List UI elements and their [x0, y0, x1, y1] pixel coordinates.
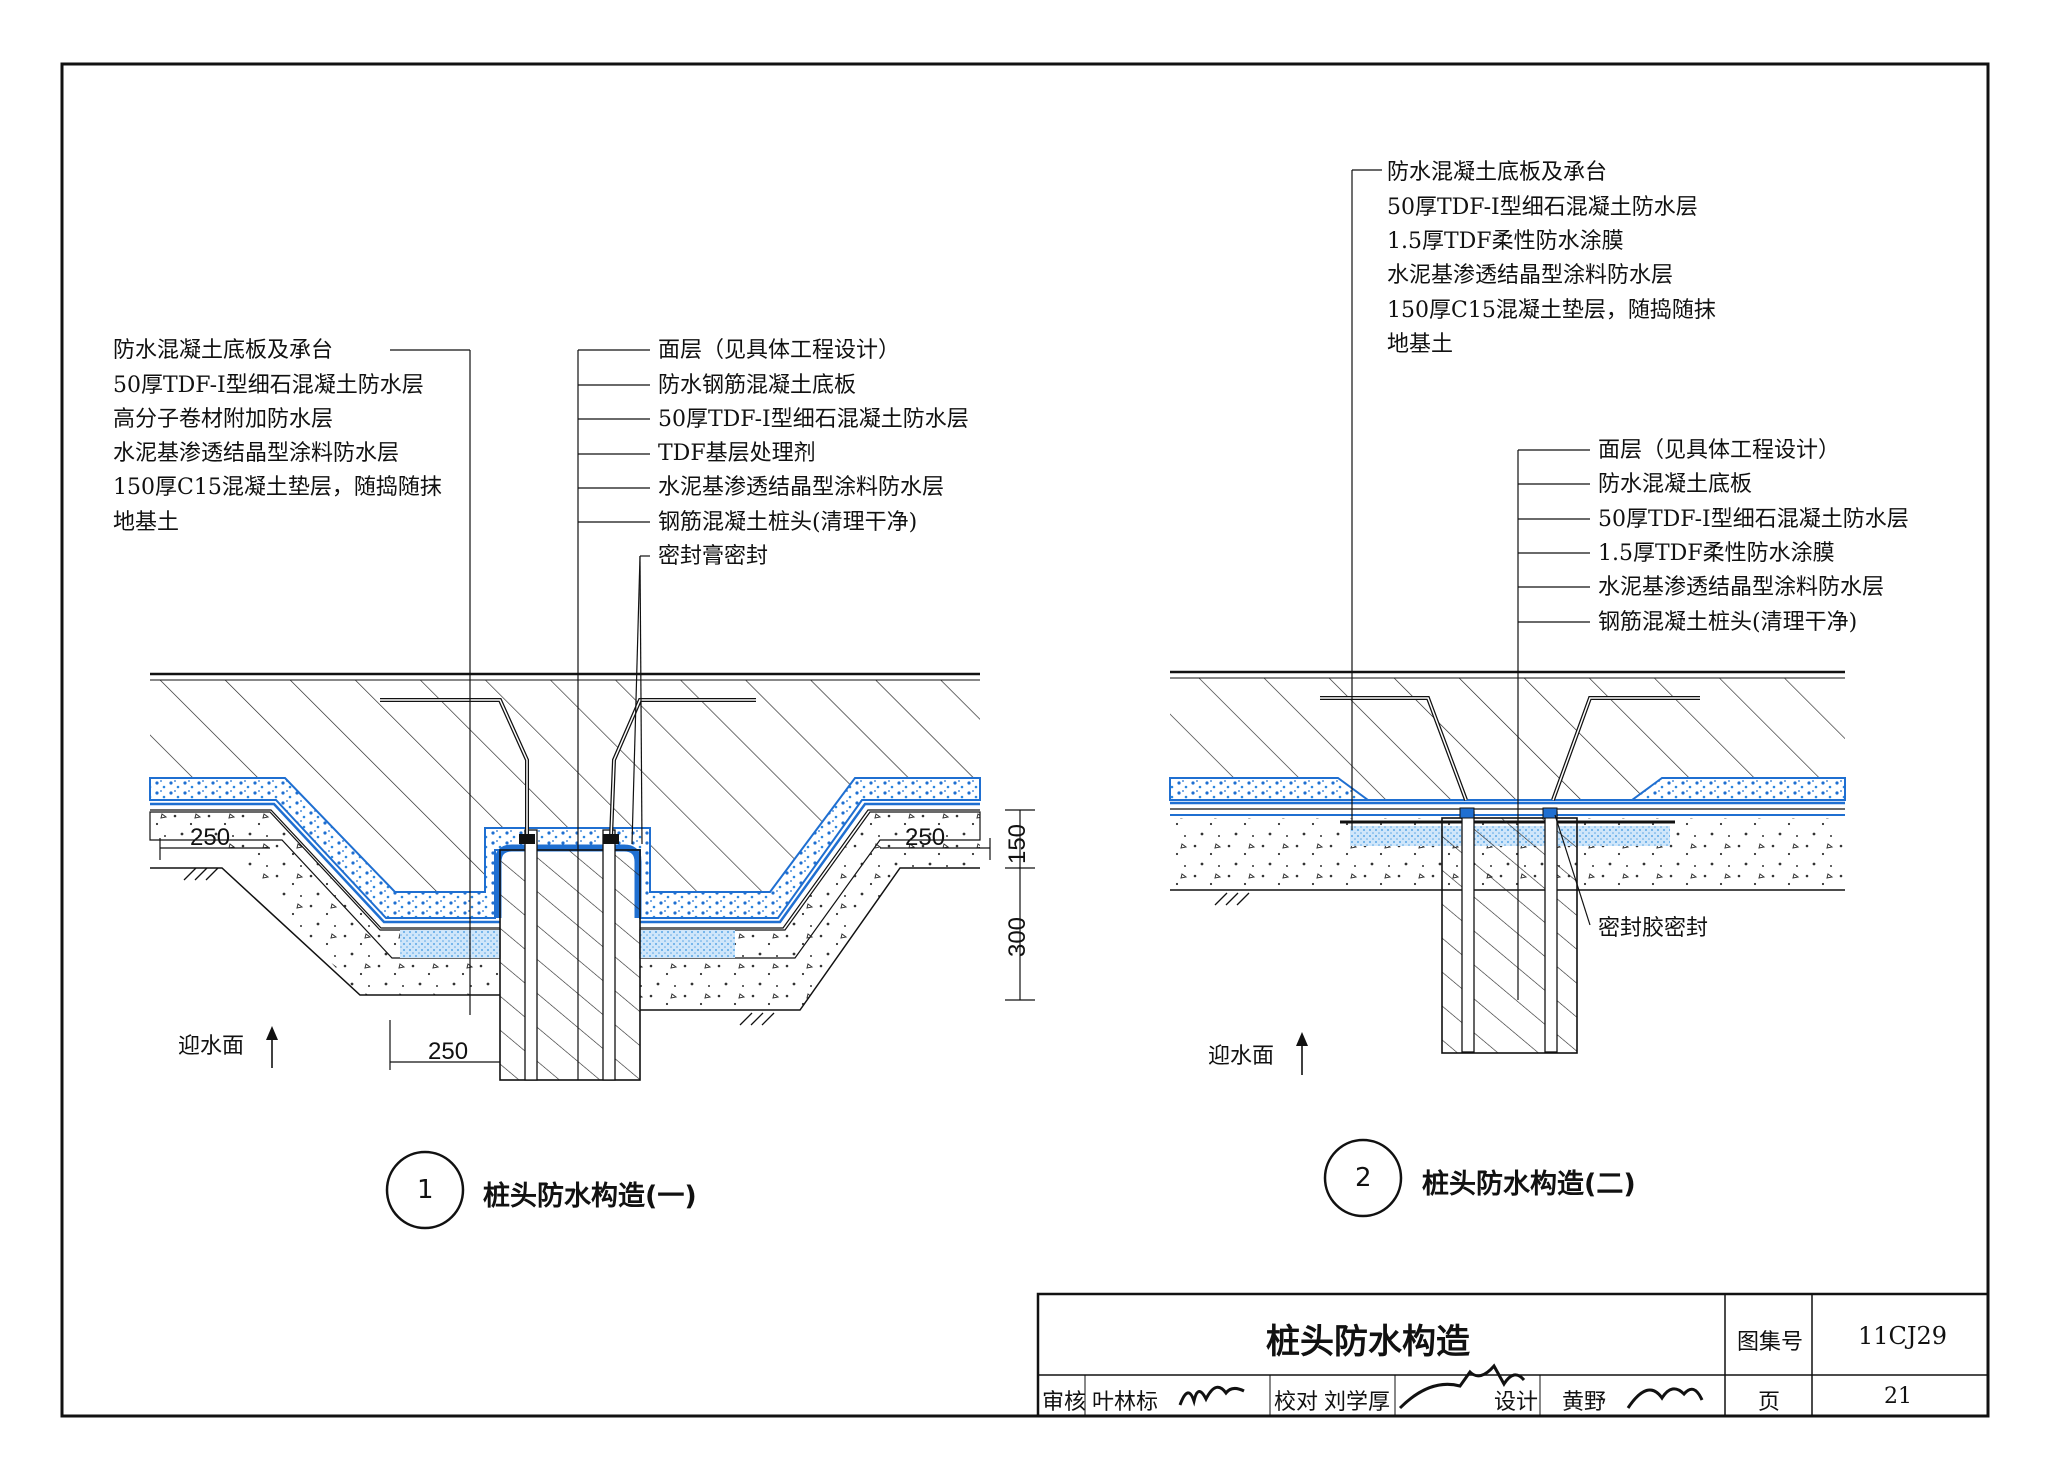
detail-1-callout: [385, 1150, 465, 1230]
review-label: 审核: [1042, 1390, 1087, 1415]
detail-1-section: [149, 349, 1035, 1230]
detail-1-caption: 桩头防水构造(一): [483, 1181, 697, 1212]
designer-name: 黄野: [1562, 1390, 1607, 1415]
label-1-l1: 50厚TDF-Ⅰ型细石混凝土防水层: [113, 373, 424, 398]
dim-150: 150: [1004, 823, 1032, 865]
label-2-t1: 50厚TDF-Ⅰ型细石混凝土防水层: [1387, 195, 1698, 220]
label-1-l2: 高分子卷材附加防水层: [113, 407, 334, 432]
dim-250-right: 250: [905, 824, 946, 851]
label-2-t4: 150厚C15混凝土垫层，随捣随抹: [1387, 298, 1716, 323]
label-2-r1: 防水混凝土底板: [1598, 472, 1753, 497]
designer-signature: [1626, 1387, 1704, 1409]
dim-250-left: 250: [190, 824, 231, 851]
label-2-r2: 50厚TDF-Ⅰ型细石混凝土防水层: [1598, 507, 1909, 532]
label-2-r5: 钢筋混凝土桩头(清理干净): [1598, 610, 1858, 635]
sheet-border: [60, 62, 1990, 1418]
label-2-t2: 1.5厚TDF柔性防水涂膜: [1387, 229, 1624, 254]
atlas-number: 11CJ29: [1858, 1322, 1948, 1350]
label-2-t0: 防水混凝土底板及承台: [1387, 160, 1608, 185]
water-face-label-1: 迎水面: [178, 1034, 245, 1059]
callout-number-1: 1: [417, 1175, 434, 1205]
title-block-frame: [1036, 1292, 1990, 1418]
label-1-l4: 150厚C15混凝土垫层，随捣随抹: [113, 475, 442, 500]
checker-name: 刘学厚: [1324, 1390, 1391, 1415]
callout-number-2: 2: [1355, 1163, 1372, 1193]
label-1-r4: 水泥基渗透结晶型涂料防水层: [658, 475, 945, 500]
slab-concrete-1: [150, 680, 980, 892]
design-label: 设计: [1494, 1390, 1539, 1415]
seal-label-2: 密封胶密封: [1598, 916, 1709, 941]
label-1-r5: 钢筋混凝土桩头(清理干净): [658, 510, 918, 535]
label-1-l5: 地基土: [113, 510, 180, 535]
label-1-l3: 水泥基渗透结晶型涂料防水层: [113, 441, 400, 466]
label-1-r0: 面层（见具体工程设计）: [658, 338, 901, 363]
page-label: 页: [1758, 1390, 1781, 1415]
reviewer-signature: [1178, 1385, 1245, 1407]
page-number: 21: [1884, 1384, 1912, 1409]
label-2-t5: 地基土: [1387, 332, 1454, 357]
pile-head-1: [499, 849, 641, 1081]
label-1-l0: 防水混凝土底板及承台: [113, 338, 334, 363]
label-1-r2: 50厚TDF-Ⅰ型细石混凝土防水层: [658, 407, 969, 432]
drawing-title: 桩头防水构造: [1266, 1322, 1470, 1362]
checker-signature: [1398, 1363, 1526, 1410]
label-2-r3: 1.5厚TDF柔性防水涂膜: [1598, 541, 1835, 566]
atlas-label: 图集号: [1737, 1330, 1804, 1355]
detail-2-callout: [1323, 1138, 1403, 1218]
label-1-r1: 防水钢筋混凝土底板: [658, 373, 857, 398]
water-face-label-2: 迎水面: [1208, 1044, 1275, 1069]
label-2-r0: 面层（见具体工程设计）: [1598, 438, 1841, 463]
seal-label-1: 密封膏密封: [658, 544, 769, 569]
label-1-r3: TDF基层处理剂: [658, 441, 816, 466]
label-2-t3: 水泥基渗透结晶型涂料防水层: [1387, 263, 1674, 288]
dim-300: 300: [1004, 916, 1032, 958]
reviewer-name: 叶林标: [1092, 1390, 1159, 1415]
label-2-r4: 水泥基渗透结晶型涂料防水层: [1598, 575, 1885, 600]
dim-250-bottom: 250: [428, 1038, 469, 1065]
detail-2-section: [1169, 169, 1846, 1218]
slab-concrete-2: [1170, 678, 1845, 800]
check-label: 校对: [1274, 1390, 1319, 1415]
detail-2-caption: 桩头防水构造(二): [1422, 1169, 1636, 1200]
